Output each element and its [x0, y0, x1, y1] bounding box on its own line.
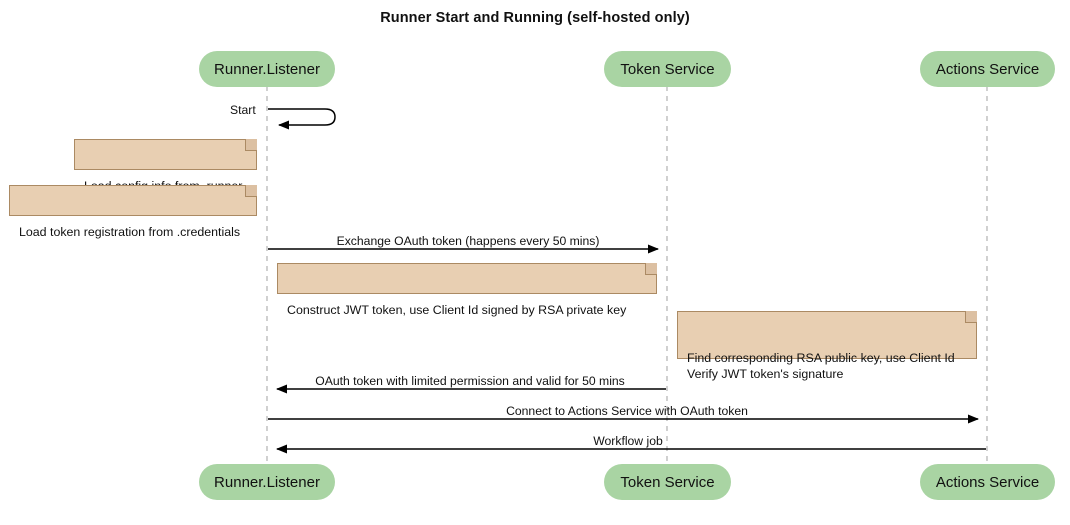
- note-fold-corner-icon: [245, 139, 257, 151]
- note-fold-corner-icon: [965, 311, 977, 323]
- note-load-token-registration: Load token registration from .credential…: [9, 185, 257, 239]
- message-label-start: Start: [230, 103, 256, 117]
- note-text: Load token registration from .credential…: [19, 225, 241, 239]
- participant-token-service-bottom[interactable]: Token Service: [604, 464, 731, 500]
- message-label-connect-to-actions-service: Connect to Actions Service with OAuth to…: [506, 404, 748, 418]
- message-label-workflow-job: Workflow job: [593, 434, 663, 448]
- participant-label: Runner.Listener: [214, 473, 320, 491]
- note-load-config-info: Load config info from .runner: [74, 139, 257, 193]
- message-label-oauth-token-response: OAuth token with limited permission and …: [315, 374, 625, 388]
- participant-label: Token Service: [620, 60, 715, 78]
- participant-label: Actions Service: [935, 473, 1040, 491]
- note-text: Construct JWT token, use Client Id signe…: [287, 303, 627, 317]
- participant-label: Actions Service: [935, 60, 1040, 78]
- participant-label: Token Service: [620, 473, 715, 491]
- participant-label: Runner.Listener: [214, 60, 320, 78]
- note-fold-corner-icon: [245, 185, 257, 197]
- message-arrow-start: [268, 108, 336, 130]
- message-label-exchange-oauth-token: Exchange OAuth token (happens every 50 m…: [336, 234, 600, 248]
- participant-token-service-top[interactable]: Token Service: [604, 51, 731, 87]
- participant-runner-listener-top[interactable]: Runner.Listener: [199, 51, 335, 87]
- participant-runner-listener-bottom[interactable]: Runner.Listener: [199, 464, 335, 500]
- participant-actions-service-bottom[interactable]: Actions Service: [920, 464, 1055, 500]
- note-find-rsa-public-key: Find corresponding RSA public key, use C…: [677, 311, 977, 381]
- note-text: Find corresponding RSA public key, use C…: [687, 351, 955, 381]
- note-fold-corner-icon: [645, 263, 657, 275]
- note-construct-jwt-token: Construct JWT token, use Client Id signe…: [277, 263, 657, 317]
- page-title: Runner Start and Running (self-hosted on…: [380, 10, 690, 26]
- participant-actions-service-top[interactable]: Actions Service: [920, 51, 1055, 87]
